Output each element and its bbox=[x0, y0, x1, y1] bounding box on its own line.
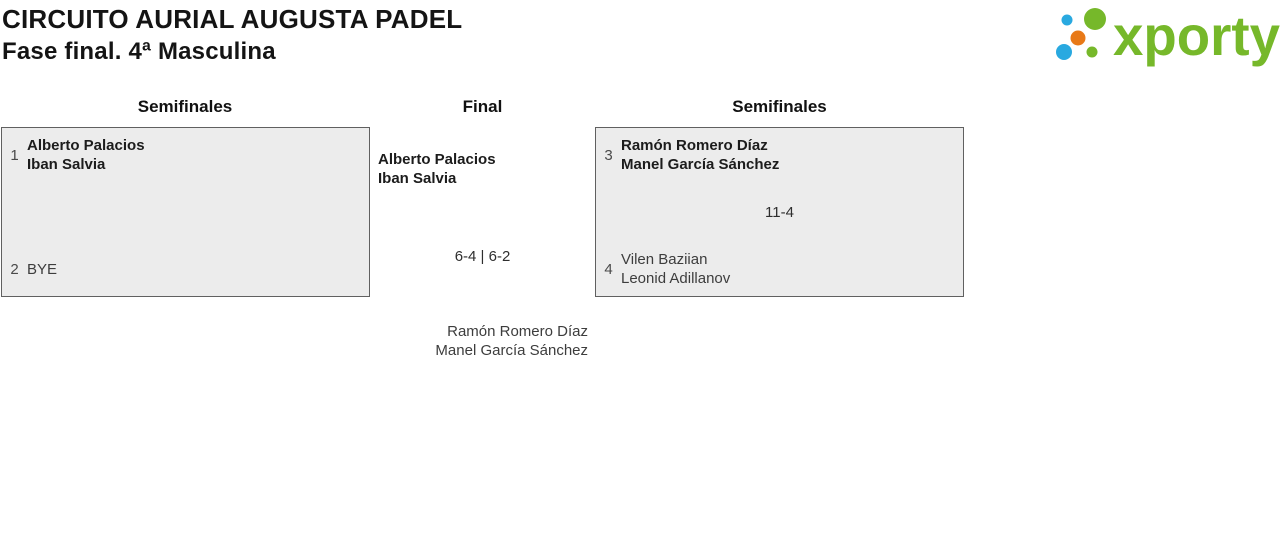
team-row: 4 Vilen Baziian Leonid Adillanov bbox=[596, 250, 963, 288]
logo-wordmark: xporty bbox=[1113, 4, 1280, 67]
player-name: Iban Salvia bbox=[378, 170, 457, 187]
logo-dot-orange bbox=[1070, 30, 1086, 46]
player-name: Ramón Romero Díaz bbox=[447, 323, 588, 340]
player-name: Alberto Palacios bbox=[378, 151, 496, 168]
logo-dot-green-small bbox=[1086, 46, 1098, 58]
team-row: 1 Alberto Palacios Iban Salvia bbox=[2, 136, 369, 174]
phase-subtitle: Fase final. 4ª Masculina bbox=[2, 38, 276, 65]
match-final: Alberto Palacios Iban Salvia 6-4 | 6-2 R… bbox=[370, 127, 595, 367]
logo-dot-green-large bbox=[1084, 8, 1106, 30]
logo-dot-blue-large bbox=[1056, 44, 1072, 60]
round-title-semifinals-left: Semifinales bbox=[137, 97, 233, 116]
team-players: Vilen Baziian Leonid Adillanov bbox=[621, 250, 730, 288]
final-team1-winner: Alberto Palacios Iban Salvia bbox=[378, 150, 496, 188]
final-team2: Ramón Romero Díaz Manel García Sánchez bbox=[435, 322, 588, 360]
player-name: Manel García Sánchez bbox=[435, 342, 588, 359]
seed-number: 3 bbox=[604, 146, 613, 164]
player-name: BYE bbox=[27, 260, 58, 278]
team-row: 2 BYE bbox=[2, 250, 369, 288]
player-name: Ramón Romero Díaz bbox=[621, 137, 768, 154]
match-score: 11-4 bbox=[765, 203, 794, 221]
team-row: 3 Ramón Romero Díaz Manel García Sánchez bbox=[596, 136, 963, 174]
match-score bbox=[2, 174, 369, 250]
team-players: BYE bbox=[27, 260, 57, 279]
player-name: Vilen Baziian bbox=[621, 251, 708, 268]
tournament-title: CIRCUITO AURIAL AUGUSTA PADEL bbox=[2, 4, 463, 34]
player-name: Manel García Sánchez bbox=[621, 156, 780, 173]
team-players-winner: Alberto Palacios Iban Salvia bbox=[27, 136, 145, 174]
logo-dot-blue-small bbox=[1061, 14, 1073, 26]
final-score: 6-4 | 6-2 bbox=[454, 248, 511, 265]
round-title-final: Final bbox=[462, 97, 503, 116]
match-semifinal-right: 3 Ramón Romero Díaz Manel García Sánchez… bbox=[595, 127, 964, 297]
xporty-logo[interactable]: xporty bbox=[1045, 0, 1280, 75]
header: CIRCUITO AURIAL AUGUSTA PADEL Fase final… bbox=[2, 3, 462, 67]
team-players-winner: Ramón Romero Díaz Manel García Sánchez bbox=[621, 136, 779, 174]
seed-number: 4 bbox=[604, 260, 613, 278]
round-title-semifinals-right: Semifinales bbox=[732, 97, 827, 116]
player-name: Iban Salvia bbox=[27, 156, 106, 173]
player-name: Alberto Palacios bbox=[27, 137, 145, 154]
xporty-logo-icon: xporty bbox=[1056, 4, 1280, 67]
match-semifinal-left: 1 Alberto Palacios Iban Salvia 2 BYE bbox=[1, 127, 370, 297]
player-name: Leonid Adillanov bbox=[621, 270, 731, 287]
seed-number: 1 bbox=[10, 146, 19, 164]
seed-number: 2 bbox=[10, 260, 19, 278]
